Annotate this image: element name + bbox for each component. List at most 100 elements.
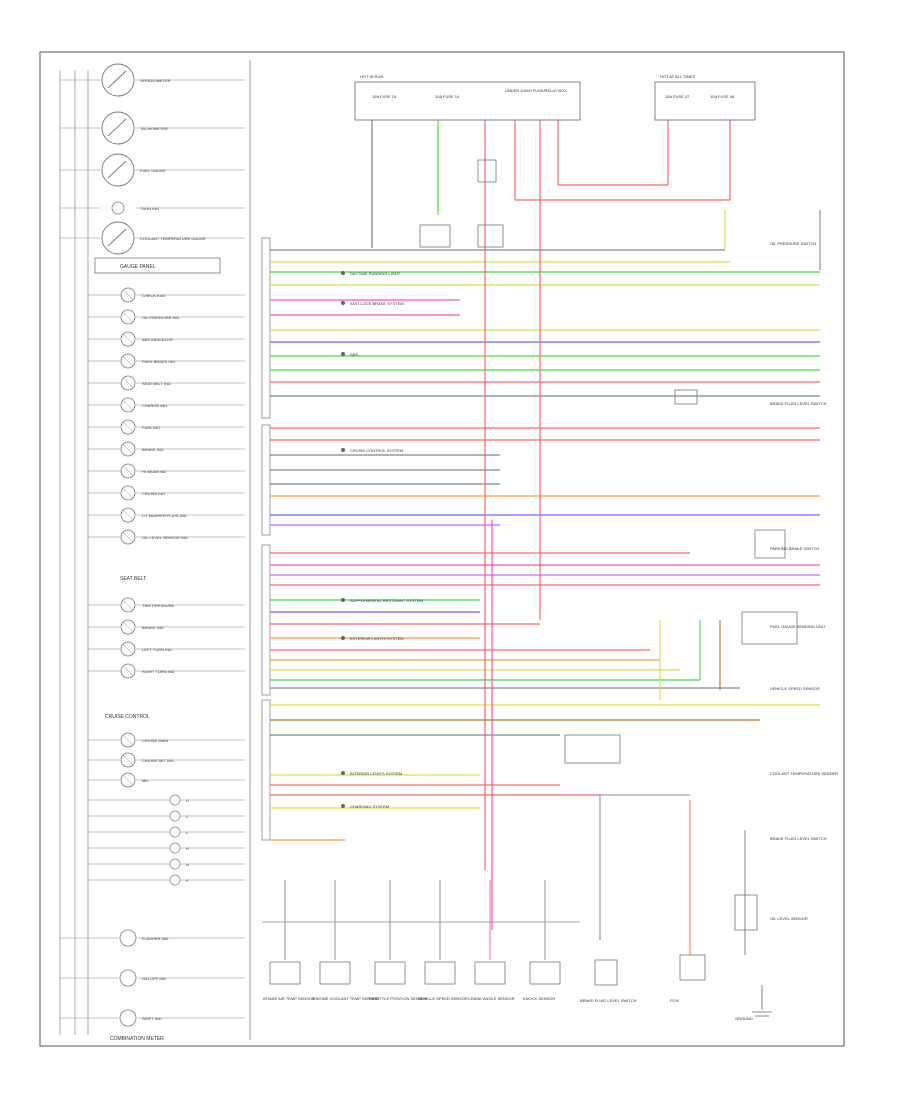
gear-lamp-4 <box>169 858 181 870</box>
ind-mid-lamp-3 <box>120 663 136 679</box>
gear-lamp-3 <box>169 842 181 854</box>
ind-mid-lamp-2 <box>120 641 136 657</box>
sensor-box-3 <box>424 961 456 985</box>
right-label-2: PARKING BRAKE SWITCH <box>770 546 819 551</box>
ind-top-label-7: BRAKE IND <box>142 447 164 452</box>
row-note-dot-2 <box>341 352 345 356</box>
row-note-5: EXTERIOR LIGHTS SYSTEM <box>350 636 404 641</box>
ind-top-label-5: CHARGE IND <box>142 403 167 408</box>
gear-label-2: L <box>186 830 189 835</box>
gauge-dial-0 <box>101 63 135 97</box>
relay-boxes <box>419 159 798 764</box>
gauge-label-2: FUEL GAUGE <box>140 168 166 173</box>
ind-top-filament-7 <box>122 443 134 455</box>
ind-mid-filament-3 <box>122 665 134 677</box>
ind-mid-label-1: BRAKE IND <box>142 625 164 630</box>
row-note-0: DAYTIME RUNNING LIGHT <box>350 271 401 276</box>
sensor-box-2 <box>374 961 406 985</box>
ind-low-label-0: CRUISE MAIN <box>142 738 168 743</box>
ind-low-label-2: MIL <box>142 778 149 783</box>
ind-top-lamp-9 <box>120 485 136 501</box>
ind-low-filament-1 <box>122 754 134 766</box>
right-label-1: BRAKE FLUID LEVEL SWITCH <box>770 401 827 406</box>
ind-top-filament-3 <box>122 355 134 367</box>
right-label-4: VEHICLE SPEED SENSOR <box>770 686 820 691</box>
ind-low-lamp-0 <box>120 732 136 748</box>
ind-top-label-3: PARK BRAKE IND <box>142 359 175 364</box>
gear-lamp-0 <box>169 794 181 806</box>
gauge-needle-1 <box>107 118 127 137</box>
row-note-dot-5 <box>341 636 345 640</box>
row-note-3: CRUISE CONTROL SYSTEM <box>350 448 403 453</box>
ind-mid-label-0: TIRE PRESSURE <box>142 603 175 608</box>
ind-top-label-4: SEAT BELT IND <box>142 381 171 386</box>
gear-lamp-2 <box>169 826 181 838</box>
bottom-lamp-label-0: FLASHER IND <box>142 936 169 941</box>
sensor-label-5: KNOCK SENSOR <box>523 996 555 1001</box>
bottom-lamp-2 <box>119 1009 137 1027</box>
ind-mid-filament-0 <box>122 599 134 611</box>
gauge-panel-box <box>94 257 221 274</box>
sensor-box-5 <box>529 961 561 985</box>
fuse-1a: 15A FUSE 15 <box>372 94 397 99</box>
connector-bars <box>261 237 271 841</box>
ind-top-lamp-2 <box>120 331 136 347</box>
cruise-control-label: CRUISE CONTROL <box>105 714 150 720</box>
gauge-needle-2 <box>107 160 127 179</box>
row-note-4: SUPPLEMENTAL RESTRAINT SYSTEM <box>350 598 423 603</box>
fuse-block-2-title: HOT AT ALL TIMES <box>660 74 695 79</box>
left-bus-lines <box>59 70 89 1035</box>
gauge-label-1: TACHOMETER <box>140 126 168 131</box>
bottom-lamp-label-2: SHIFT IND <box>142 1016 162 1021</box>
row-note-1: ANTI-LOCK BRAKE SYSTEM <box>350 301 404 306</box>
sensor-label-1: ENGINE COOLANT TEMP SENSOR <box>313 996 379 1001</box>
ind-top-lamp-7 <box>120 441 136 457</box>
ind-top-filament-5 <box>122 399 134 411</box>
gauge-needle-0 <box>107 70 127 89</box>
ind-top-filament-1 <box>122 311 134 323</box>
gauge-label-0: SPEEDOMETER <box>140 78 171 83</box>
gear-label-5: P <box>186 878 189 883</box>
fuse-box-left: HOT IN RUN 15A FUSE 15 10A FUSE 14 UNDER… <box>354 74 581 121</box>
ind-top-filament-10 <box>122 509 134 521</box>
gauge-dial-2 <box>101 153 135 187</box>
ind-top-filament-6 <box>122 421 134 433</box>
ind-mid-label-3: RIGHT TURN IND <box>142 669 175 674</box>
sensor-label-0: INTAKE AIR TEMP SENSOR <box>263 996 315 1001</box>
gauge-dial-4 <box>101 221 135 255</box>
gauge-needle-4 <box>107 228 127 247</box>
gear-label-1: 2 <box>186 814 189 819</box>
right-label-5: COOLANT TEMPERATURE SENDER <box>770 771 838 776</box>
sensor-label-2: THROTTLE POSITION SENSOR <box>368 996 427 1001</box>
ind-top-filament-8 <box>122 465 134 477</box>
gear-label-0: D <box>186 798 189 803</box>
bottom-right-label-0: BRAKE FLUID LEVEL SWITCH <box>580 998 637 1003</box>
ind-top-filament-2 <box>122 333 134 345</box>
row-note-dot-4 <box>341 598 345 602</box>
sensor-box-1 <box>319 961 351 985</box>
sensor-label-3: VEHICLE SPEED SENSOR <box>418 996 468 1001</box>
ind-mid-lamp-1 <box>120 619 136 635</box>
fuse-block-1-title: HOT IN RUN <box>360 74 383 79</box>
fuse-2a: 15A FUSE 47 <box>665 94 690 99</box>
sensor-box-4 <box>474 961 506 985</box>
ind-top-lamp-6 <box>120 419 136 435</box>
fuse-box-right: HOT AT ALL TIMES 15A FUSE 47 10A FUSE 46 <box>654 74 756 121</box>
ind-top-lamp-3 <box>120 353 136 369</box>
ind-top-label-6: FUEL IND <box>142 425 160 430</box>
sensor-box-0 <box>269 961 301 985</box>
fuse-1b: 10A FUSE 14 <box>435 94 460 99</box>
row-note-dot-6 <box>341 771 345 775</box>
ind-top-lamp-11 <box>120 529 136 545</box>
ind-top-filament-4 <box>122 377 134 389</box>
ind-top-label-11: OIL LEVEL SENSOR IND <box>142 535 188 540</box>
gauge-dial-1 <box>101 111 135 145</box>
ind-top-lamp-5 <box>120 397 136 413</box>
row-note-dot-0 <box>341 271 345 275</box>
row-note-dot-7 <box>341 804 345 808</box>
ind-mid-label-2: LEFT TURN IND <box>142 647 172 652</box>
gauge-label-3: TURN IND <box>140 206 159 211</box>
